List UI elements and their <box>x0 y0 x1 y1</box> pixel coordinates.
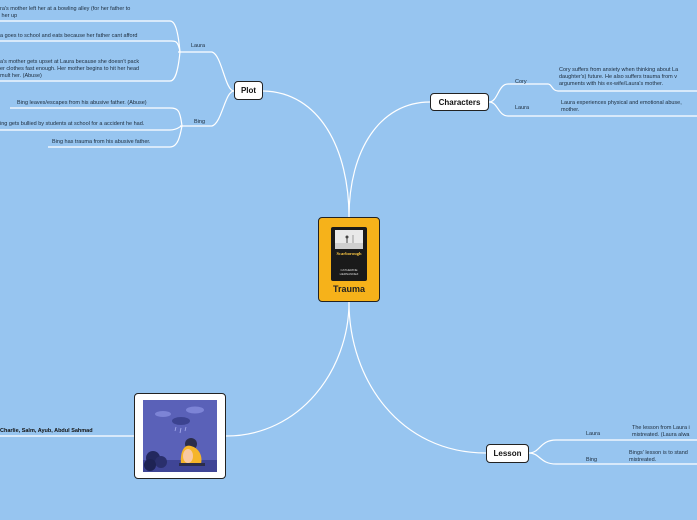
sad-person-illustration <box>143 400 217 472</box>
book-cover-photo <box>335 230 363 249</box>
book-title: Scarborough <box>336 251 362 256</box>
central-topic[interactable]: Scarborough CATHERINE HERNANDEZ Trauma <box>318 217 380 302</box>
characters-laura-label[interactable]: Laura <box>515 105 530 111</box>
plot-bing-item[interactable]: ing gets bullied by students at school f… <box>0 121 145 127</box>
book-cover-image: Scarborough CATHERINE HERNANDEZ <box>331 227 367 281</box>
plot-laura-item[interactable]: a's mother gets upset at Laura because s… <box>0 59 140 79</box>
characters-cory-label[interactable]: Cory <box>515 79 527 85</box>
lesson-bing-text[interactable]: Bings' lesson is to stand mistreated. <box>629 450 688 463</box>
characters-laura-text[interactable]: Laura experiences physical and emotional… <box>561 100 682 113</box>
plot-laura-item[interactable]: ra's mother left her at a bowling alley … <box>0 6 131 19</box>
lesson-bing-label[interactable]: Bing <box>586 457 598 463</box>
illustration-node[interactable] <box>134 393 226 479</box>
plot-node[interactable]: Plot <box>234 81 263 100</box>
characters-node[interactable]: Characters <box>430 93 489 111</box>
plot-bing-label[interactable]: Bing <box>194 119 206 125</box>
crying-person-icon <box>143 400 217 472</box>
plot-laura-label[interactable]: Laura <box>191 43 206 49</box>
central-topic-title: Trauma <box>332 284 365 294</box>
lesson-laura-label[interactable]: Laura <box>586 431 601 437</box>
characters-cory-text[interactable]: Cory suffers from anxiety when thinking … <box>559 67 679 87</box>
book-author: CATHERINE HERNANDEZ <box>339 268 359 276</box>
plot-laura-item[interactable]: a goes to school and eats because her fa… <box>0 33 138 39</box>
plot-bing-item[interactable]: Bing has trauma from his abusive father. <box>52 139 151 145</box>
lesson-laura-text[interactable]: The lesson from Laura i mistreated. (Lau… <box>632 425 690 438</box>
plot-bing-item[interactable]: Bing leaves/escapes from his abusive fat… <box>17 100 147 106</box>
child-figure-icon <box>335 235 363 249</box>
lesson-node[interactable]: Lesson <box>486 444 529 463</box>
authors-label[interactable]: Charlie, Salm, Ayub, Abdul Sahmad <box>0 428 93 434</box>
